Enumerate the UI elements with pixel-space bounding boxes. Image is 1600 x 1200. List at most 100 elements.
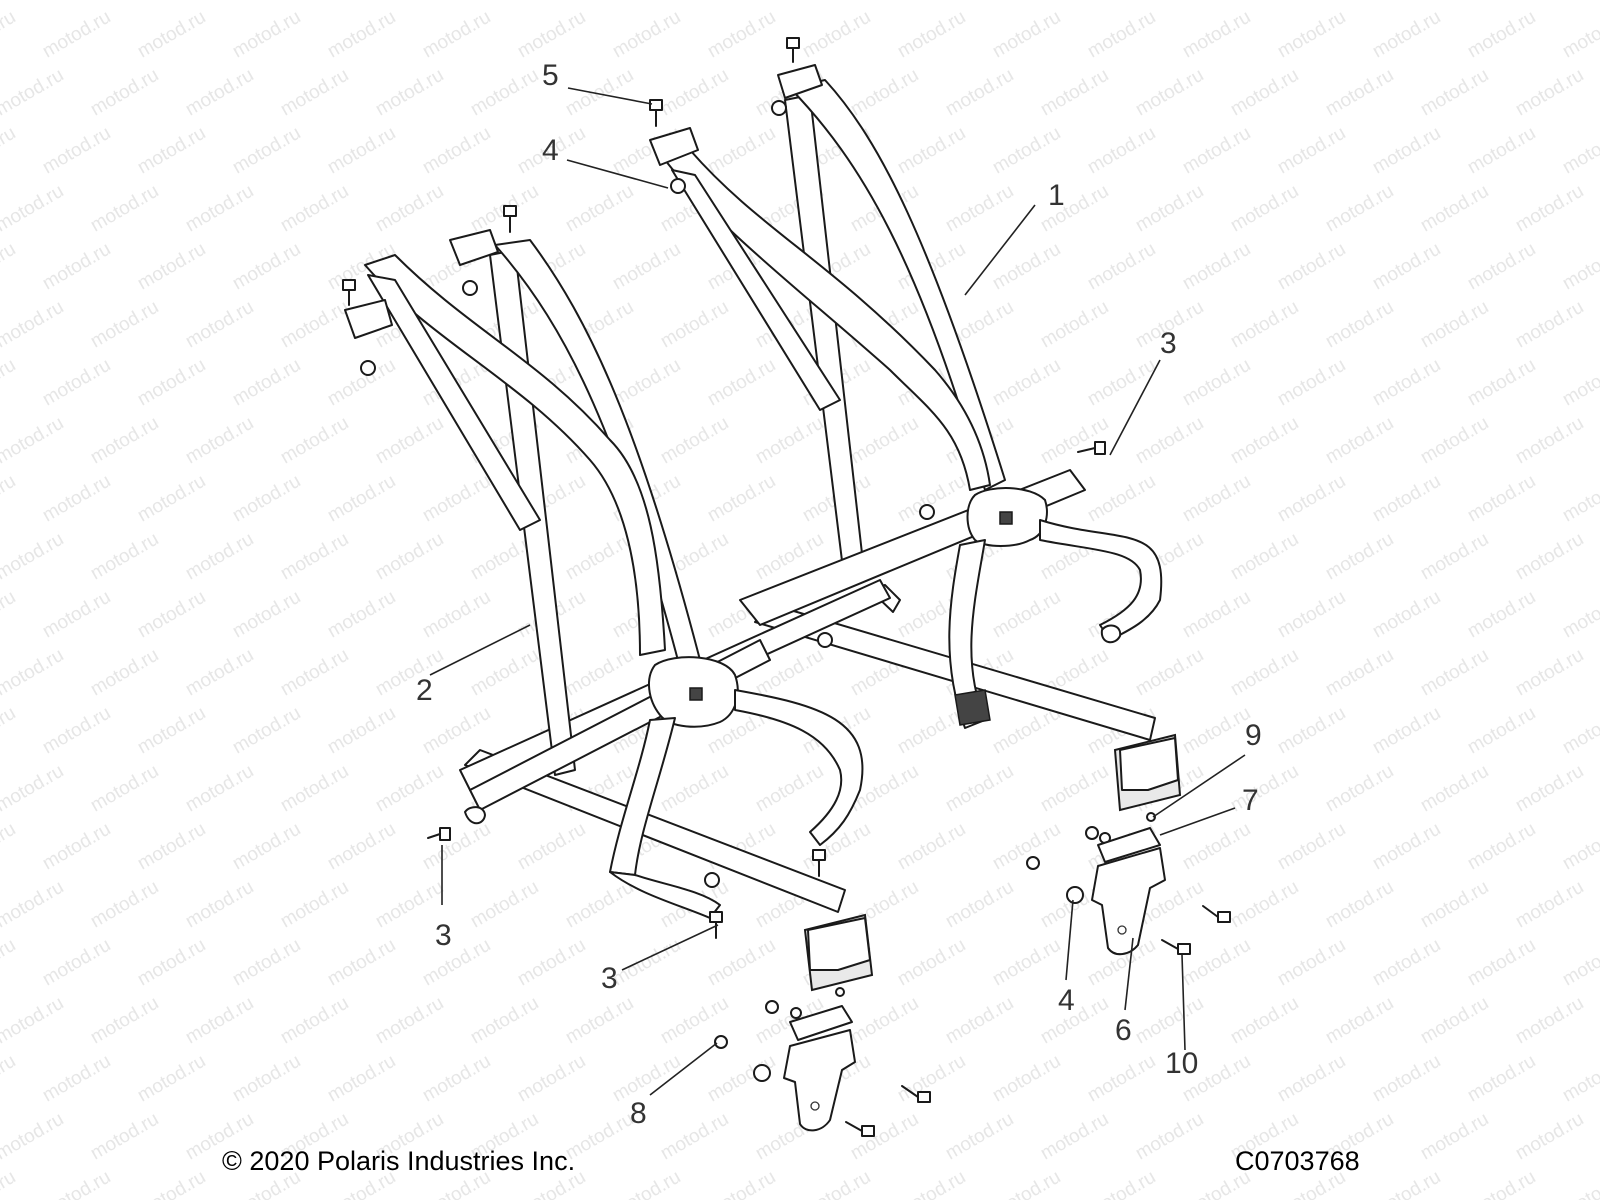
hardware bbox=[342, 37, 1231, 1137]
watermark-text: motod.ru bbox=[752, 413, 827, 469]
watermark-text: motod.ru bbox=[182, 645, 257, 701]
watermark-text: motod.ru bbox=[277, 877, 352, 933]
bolt-lower-left-b bbox=[812, 849, 826, 877]
watermark-text: motod.ru bbox=[1369, 1167, 1444, 1200]
watermark-text: motod.ru bbox=[1179, 587, 1254, 643]
watermark-text: motod.ru bbox=[1369, 7, 1444, 63]
watermark-text: motod.ru bbox=[1274, 471, 1349, 527]
watermark-text: motod.ru bbox=[134, 239, 209, 295]
watermark-text: motod.ru bbox=[1132, 0, 1207, 4]
watermark-text: motod.ru bbox=[657, 297, 732, 353]
bolt-lower-left-a bbox=[709, 911, 723, 939]
watermark-text: motod.ru bbox=[39, 355, 114, 411]
watermark-text: motod.ru bbox=[0, 935, 19, 991]
watermark-text: motod.ru bbox=[989, 587, 1064, 643]
watermark-text: motod.ru bbox=[134, 587, 209, 643]
watermark-text: motod.ru bbox=[87, 297, 162, 353]
watermark-text: motod.ru bbox=[372, 181, 447, 237]
watermark-text: motod.ru bbox=[229, 355, 304, 411]
watermark-text: motod.ru bbox=[277, 0, 352, 4]
watermark-text: motod.ru bbox=[562, 993, 637, 1049]
watermark-text: motod.ru bbox=[87, 877, 162, 933]
watermark-text: motod.ru bbox=[87, 181, 162, 237]
watermark-text: motod.ru bbox=[1512, 645, 1587, 701]
watermark-text: motod.ru bbox=[39, 935, 114, 991]
watermark-text: motod.ru bbox=[87, 1109, 162, 1165]
watermark-text: motod.ru bbox=[0, 65, 67, 121]
watermark-text: motod.ru bbox=[182, 297, 257, 353]
watermark-text: motod.ru bbox=[1559, 587, 1600, 643]
watermark-text: motod.ru bbox=[277, 65, 352, 121]
watermark-text: motod.ru bbox=[419, 819, 494, 875]
watermark-text: motod.ru bbox=[1132, 181, 1207, 237]
watermark-text: motod.ru bbox=[1369, 819, 1444, 875]
watermark-text: motod.ru bbox=[1512, 1109, 1587, 1165]
watermark-text: motod.ru bbox=[1369, 703, 1444, 759]
watermark-text: motod.ru bbox=[942, 993, 1017, 1049]
right-top-anchor-plate-rear bbox=[777, 64, 823, 99]
watermark-text: motod.ru bbox=[1464, 1051, 1539, 1107]
watermark-text: motod.ru bbox=[799, 1167, 874, 1200]
watermark-text: motod.ru bbox=[1227, 529, 1302, 585]
watermark-text: motod.ru bbox=[942, 181, 1017, 237]
nut-lower-left bbox=[704, 872, 720, 888]
watermark-text: motod.ru bbox=[372, 993, 447, 1049]
watermark-text: motod.ru bbox=[989, 7, 1064, 63]
watermark-text: motod.ru bbox=[0, 645, 67, 701]
watermark-text: motod.ru bbox=[277, 993, 352, 1049]
left-buckle-latch bbox=[689, 687, 703, 701]
right-top-anchor-plate-front bbox=[649, 127, 699, 166]
watermark-text: motod.ru bbox=[1227, 181, 1302, 237]
watermark-text: motod.ru bbox=[419, 703, 494, 759]
watermark-text: motod.ru bbox=[657, 761, 732, 817]
watermark-text: motod.ru bbox=[182, 181, 257, 237]
callout-4-bracket: 4 bbox=[1058, 984, 1075, 1017]
watermark-text: motod.ru bbox=[372, 761, 447, 817]
watermark-text: motod.ru bbox=[0, 761, 67, 817]
watermark-text: motod.ru bbox=[1179, 239, 1254, 295]
watermark-text: motod.ru bbox=[0, 1051, 19, 1107]
watermark-text: motod.ru bbox=[0, 993, 67, 1049]
watermark-text: motod.ru bbox=[942, 1109, 1017, 1165]
watermark-text: motod.ru bbox=[1179, 123, 1254, 179]
watermark-text: motod.ru bbox=[799, 7, 874, 63]
watermark-text: motod.ru bbox=[1417, 529, 1492, 585]
right-strap-cross bbox=[664, 149, 991, 491]
watermark-text: motod.ru bbox=[1464, 819, 1539, 875]
watermark-text: motod.ru bbox=[467, 645, 542, 701]
seat-belt-assembly-left bbox=[344, 229, 891, 992]
watermark-text: motod.ru bbox=[1132, 993, 1207, 1049]
nut-top-left-rear bbox=[462, 280, 478, 296]
watermark-text: motod.ru bbox=[134, 471, 209, 527]
left-tail-strap bbox=[734, 689, 864, 846]
callout-4-top: 4 bbox=[542, 134, 559, 167]
watermark-text: motod.ru bbox=[1274, 819, 1349, 875]
watermark-text: motod.ru bbox=[1179, 703, 1254, 759]
watermark-text: motod.ru bbox=[229, 1051, 304, 1107]
watermark-text: motod.ru bbox=[419, 587, 494, 643]
watermark-text: motod.ru bbox=[562, 529, 637, 585]
watermark-text: motod.ru bbox=[752, 761, 827, 817]
watermark-text: motod.ru bbox=[1369, 471, 1444, 527]
watermark-text: motod.ru bbox=[942, 877, 1017, 933]
bolt-top-right bbox=[786, 37, 800, 63]
watermark-text: motod.ru bbox=[1322, 877, 1397, 933]
copyright-notice: © 2020 Polaris Industries Inc. bbox=[222, 1146, 576, 1176]
watermark-text: motod.ru bbox=[989, 123, 1064, 179]
callout-1: 1 bbox=[1048, 179, 1065, 212]
watermark-text: motod.ru bbox=[562, 645, 637, 701]
watermark-text: motod.ru bbox=[1084, 239, 1159, 295]
watermark-text: motod.ru bbox=[942, 65, 1017, 121]
watermark-text: motod.ru bbox=[229, 587, 304, 643]
watermark-text: motod.ru bbox=[1179, 935, 1254, 991]
watermark-text: motod.ru bbox=[1417, 761, 1492, 817]
watermark-text: motod.ru bbox=[182, 413, 257, 469]
watermark-text: motod.ru bbox=[39, 123, 114, 179]
watermark-text: motod.ru bbox=[1559, 123, 1600, 179]
watermark-text: motod.ru bbox=[87, 761, 162, 817]
callout-8: 8 bbox=[630, 1097, 647, 1130]
watermark-text: motod.ru bbox=[1179, 355, 1254, 411]
watermark-text: motod.ru bbox=[1322, 529, 1397, 585]
watermark-text: motod.ru bbox=[1227, 993, 1302, 1049]
